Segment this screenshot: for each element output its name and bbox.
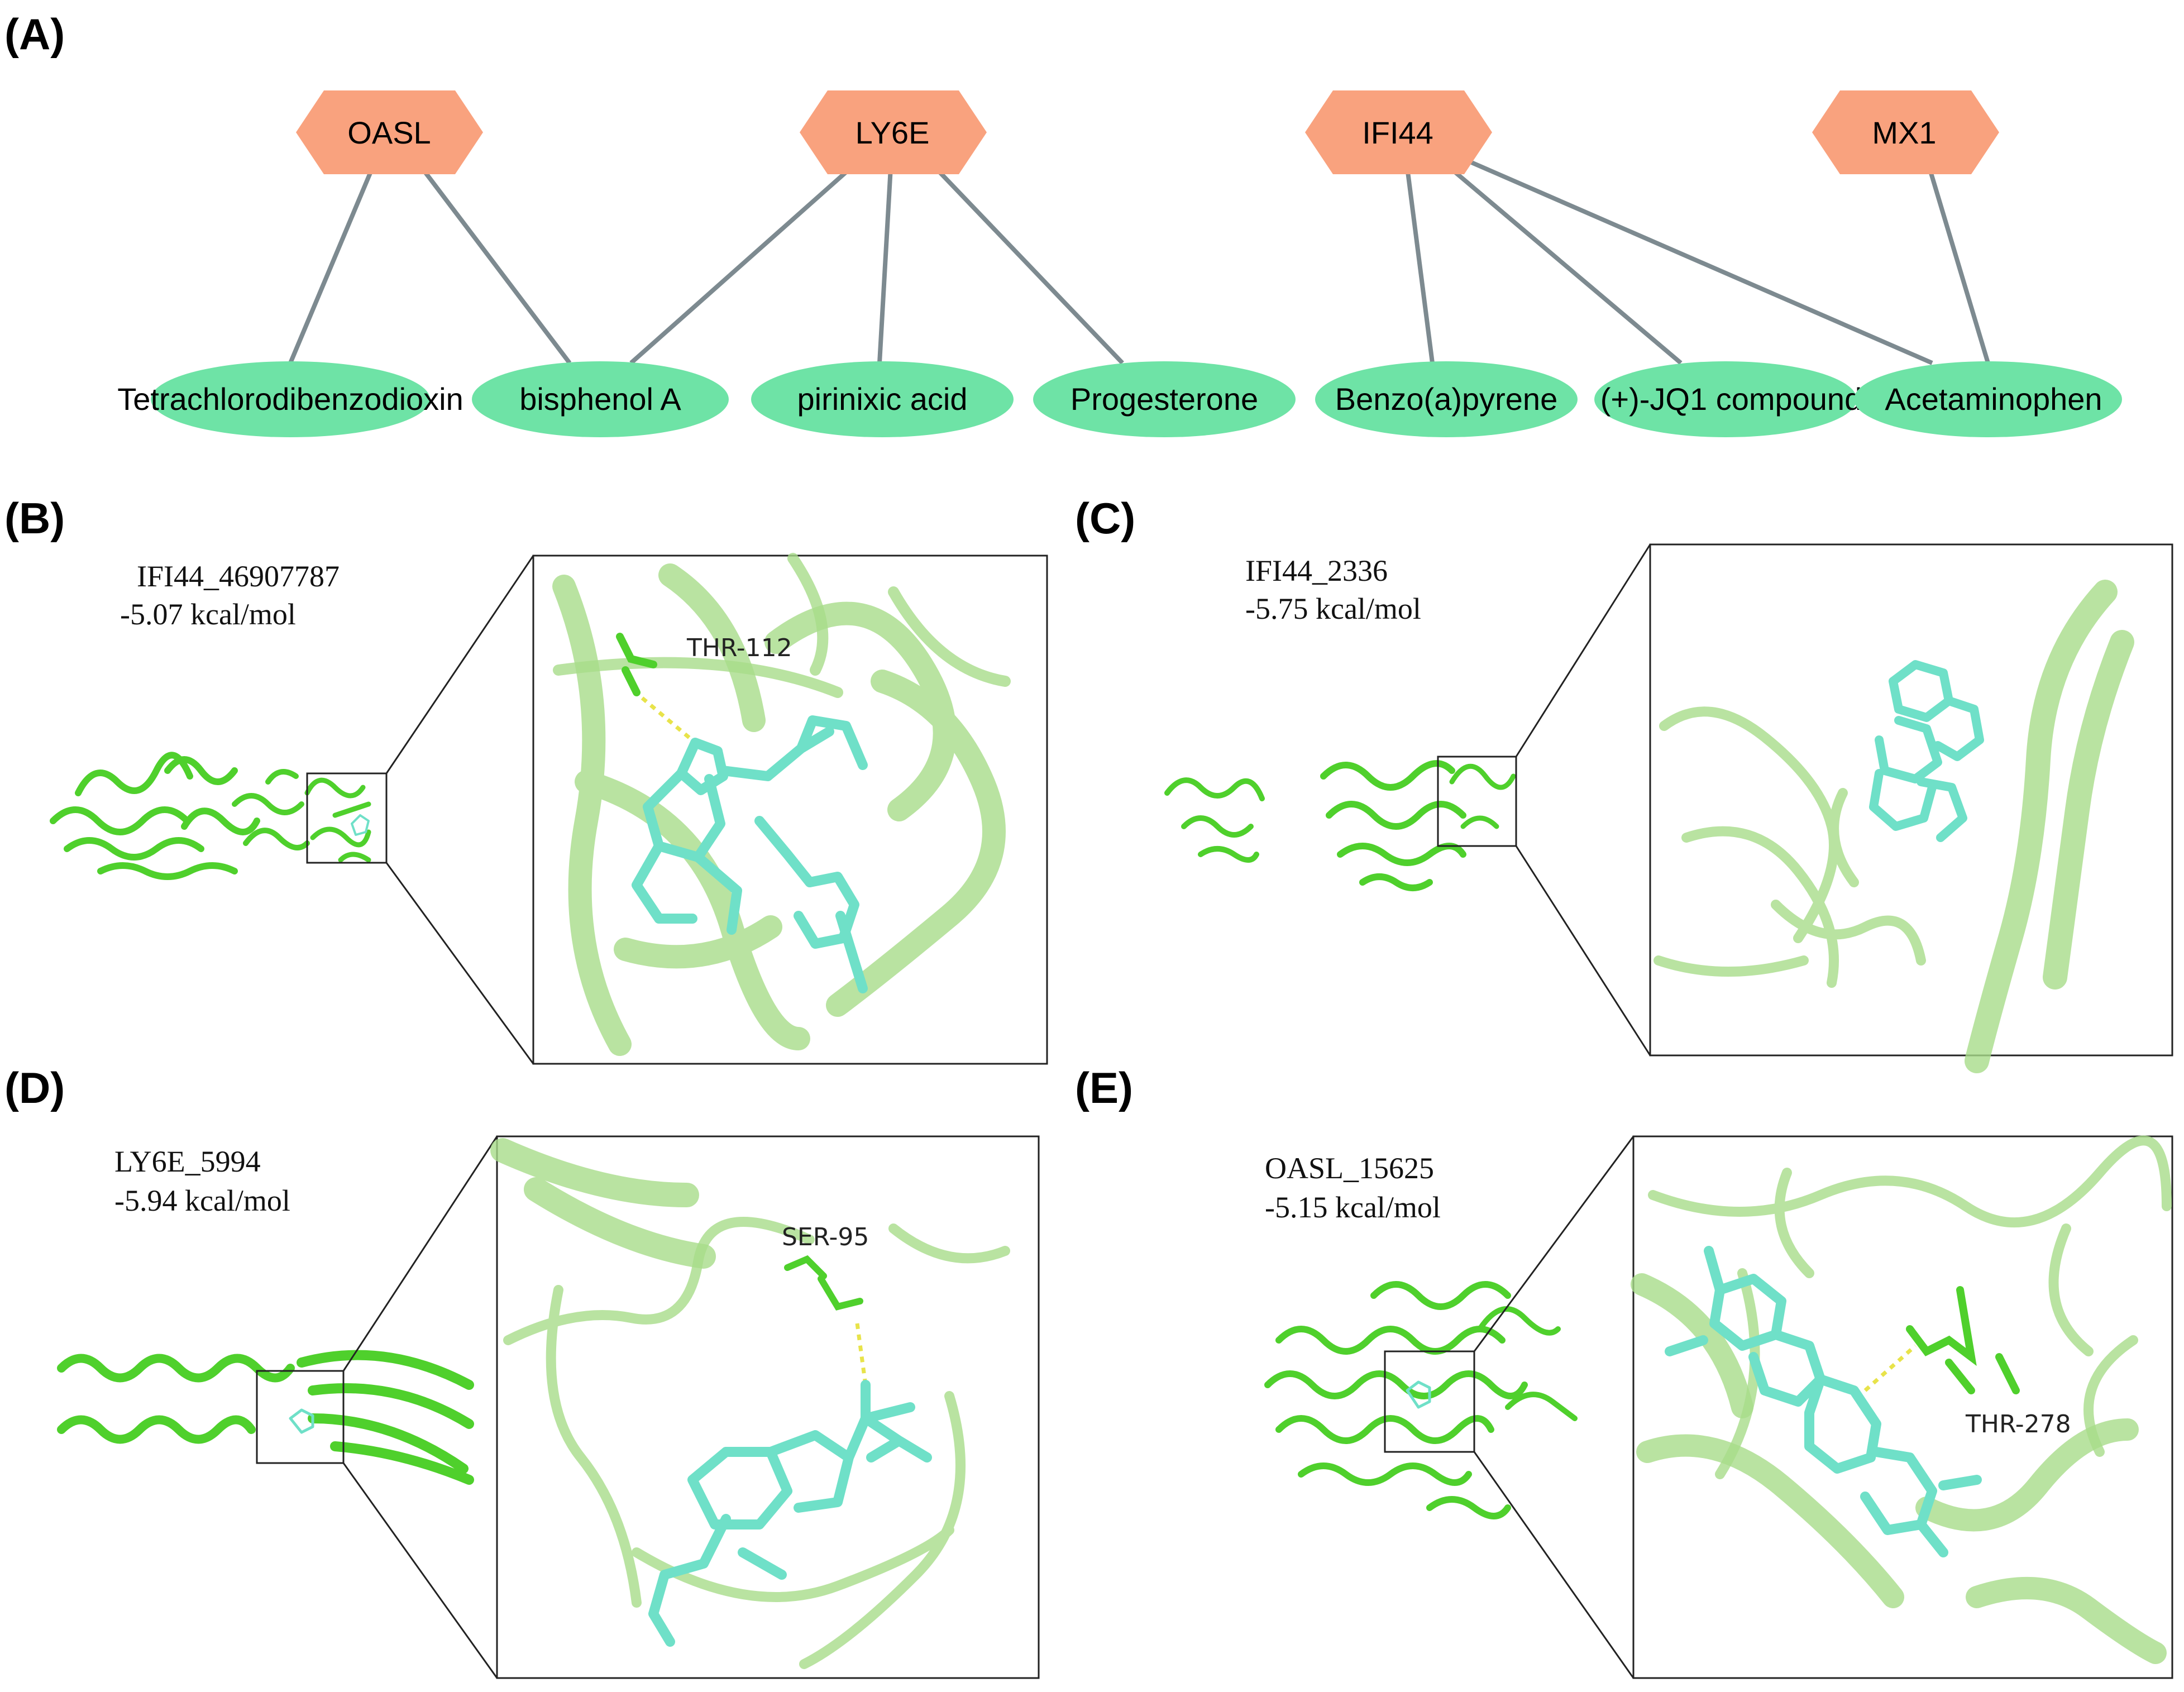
compound-node-acetaminophen: Acetaminophen: [1854, 361, 2122, 437]
compound-node-progesterone: Progesterone: [1033, 361, 1296, 437]
protein-overview-e: [1264, 1281, 1578, 1519]
gene-node-mx1: MX1: [1812, 90, 1999, 174]
edge-ifi44-jq1: [1445, 162, 1683, 365]
svg-text:Progesterone: Progesterone: [1071, 381, 1258, 417]
svg-text:IFI44: IFI44: [1362, 115, 1433, 150]
panel-label-a: (A): [4, 9, 65, 59]
panel-label-d: (D): [4, 1063, 65, 1112]
gene-node-ifi44: IFI44: [1305, 90, 1492, 174]
docking-e-energy: -5.15 kcal/mol: [1265, 1191, 1441, 1224]
protein-overview-c: [1164, 760, 1516, 891]
edge-ly6e-bpa: [629, 163, 856, 365]
zoom-box-b: [306, 772, 388, 864]
protein-overview-b: [50, 752, 371, 880]
docking-d-energy: -5.94 kcal/mol: [114, 1184, 290, 1217]
binding-site-e: [1631, 1135, 2172, 1664]
docking-c-energy: -5.75 kcal/mol: [1245, 592, 1421, 625]
svg-text:Tetrachlorodibenzodioxin: Tetrachlorodibenzodioxin: [117, 381, 463, 417]
docking-c-name: IFI44_2336: [1245, 554, 1388, 587]
svg-text:LY6E: LY6E: [856, 115, 930, 150]
compound-node-benzopyrene: Benzo(a)pyrene: [1315, 361, 1578, 437]
svg-text:OASL: OASL: [347, 115, 431, 150]
inset-d: [496, 1135, 1040, 1679]
edge-mx1-acetaminophen: [1927, 166, 1990, 364]
binding-site-d: [490, 1138, 1010, 1669]
docking-e-name: OASL_15625: [1265, 1151, 1434, 1185]
edge-ly6e-progesterone: [931, 163, 1124, 365]
inset-e: [1632, 1135, 2173, 1679]
binding-site-b: [552, 553, 1011, 1056]
residue-d: SER-95: [782, 1223, 869, 1251]
svg-text:MX1: MX1: [1872, 115, 1936, 150]
svg-text:bisphenol A: bisphenol A: [519, 381, 681, 417]
svg-text:pirinixic acid: pirinixic acid: [797, 381, 968, 417]
gene-node-oasl: OASL: [296, 90, 483, 174]
svg-text:(+)-JQ1 compound: (+)-JQ1 compound: [1600, 381, 1862, 417]
svg-text:Acetaminophen: Acetaminophen: [1885, 381, 2102, 417]
docking-b-energy: -5.07 kcal/mol: [120, 598, 296, 631]
svg-text:Benzo(a)pyrene: Benzo(a)pyrene: [1335, 381, 1557, 417]
residue-e: THR-278: [1965, 1410, 2071, 1438]
zoom-box-c: [1437, 756, 1517, 847]
edge-ifi44-benzopyrene: [1405, 167, 1435, 364]
compound-node-pirinixic: pirinixic acid: [751, 361, 1014, 437]
edge-oasl-tcdd: [288, 169, 374, 364]
binding-site-c: [1653, 580, 2134, 1073]
inset-c: [1649, 543, 2173, 1057]
edge-ly6e-pirinixic: [877, 167, 893, 364]
edge-oasl-bpa: [419, 166, 572, 365]
compound-node-bpa: bisphenol A: [472, 361, 729, 437]
edge-ifi44-acetaminophen: [1456, 154, 1933, 365]
docking-d-name: LY6E_5994: [114, 1145, 261, 1178]
protein-overview-d: [57, 1350, 474, 1485]
zoom-box-e: [1384, 1350, 1475, 1453]
compound-node-tcdd: Tetrachlorodibenzodioxin: [117, 361, 463, 437]
gene-node-ly6e: LY6E: [800, 90, 987, 174]
compound-node-jq1: (+)-JQ1 compound: [1594, 361, 1862, 437]
residue-b: THR-112: [686, 634, 792, 662]
docking-b-name: IFI44_46907787: [137, 560, 340, 593]
panel-label-b: (B): [4, 494, 65, 543]
network-edges: [288, 154, 1990, 365]
panel-label-c: (C): [1075, 494, 1135, 543]
panel-label-e: (E): [1075, 1063, 1133, 1112]
zoom-box-d: [256, 1370, 345, 1464]
